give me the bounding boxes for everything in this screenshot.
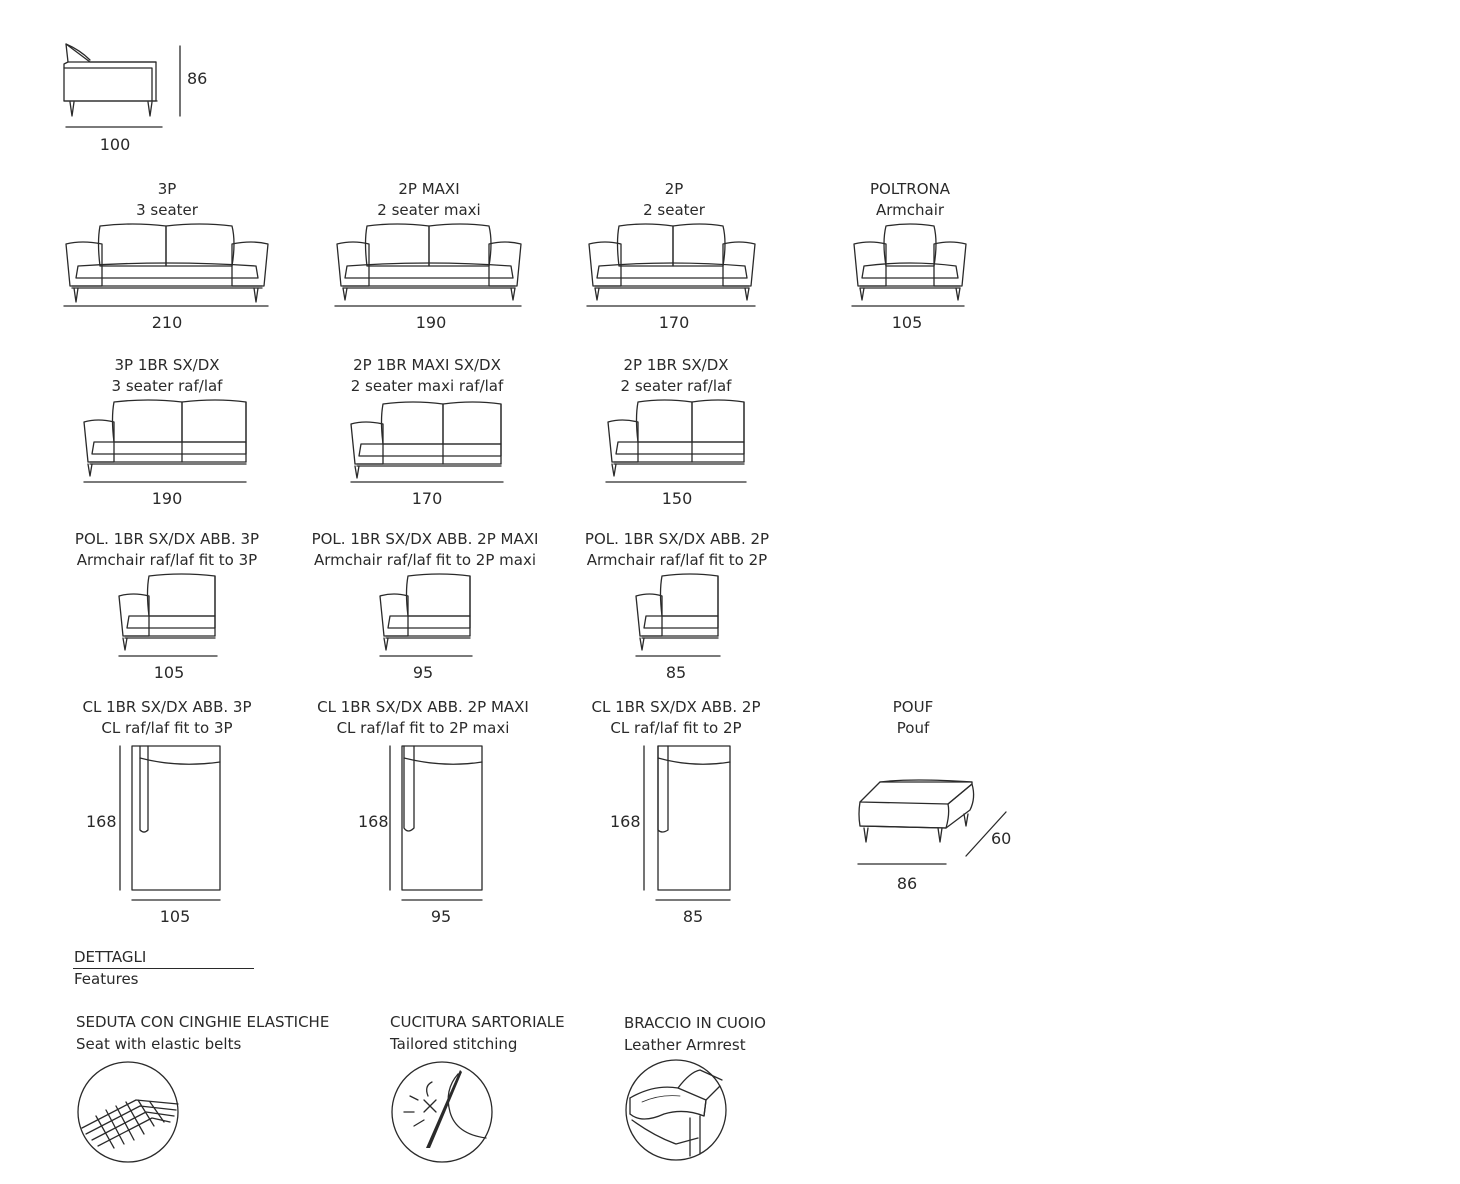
feature-armrest-subtitle: Leather Armrest [624, 1036, 746, 1054]
length-cl-2p: 168 [610, 812, 641, 831]
width-pol-2p-maxi: 95 [412, 663, 434, 682]
label-pol-3p: POL. 1BR SX/DX ABB. 3P Armchair raf/laf … [74, 530, 260, 569]
label-poltrona: POLTRONA Armchair [869, 180, 951, 219]
label-2p-maxi: 2P MAXI 2 seater maxi [377, 180, 481, 219]
label-3p: 3P 3 seater [136, 180, 198, 219]
width-pol-2p: 85 [665, 663, 687, 682]
details-title: DETTAGLI [74, 948, 147, 966]
sofa-2p-maxi-drawing [334, 223, 522, 307]
details-subtitle: Features [74, 970, 139, 988]
width-2p-maxi: 190 [415, 313, 447, 332]
armchair-drawing [851, 223, 967, 307]
needle-stitching-icon [391, 1061, 493, 1163]
width-2p-1br: 150 [661, 489, 693, 508]
label-2p-1br: 2P 1BR SX/DX 2 seater raf/laf [620, 356, 732, 395]
length-cl-3p: 168 [86, 812, 117, 831]
label-cl-3p: CL 1BR SX/DX ABB. 3P CL raf/laf fit to 3… [82, 698, 252, 737]
label-pol-2p-maxi: POL. 1BR SX/DX ABB. 2P MAXI Armchair raf… [311, 530, 539, 569]
width-cl-3p: 105 [159, 907, 191, 926]
side-view-drawing [63, 43, 181, 128]
label-cl-2p: CL 1BR SX/DX ABB. 2P CL raf/laf fit to 2… [591, 698, 761, 737]
label-pouf: POUF Pouf [892, 698, 934, 737]
feature-armrest-title: BRACCIO IN CUOIO [624, 1014, 766, 1032]
feature-elastic-subtitle: Seat with elastic belts [76, 1035, 242, 1053]
details-divider [73, 968, 254, 969]
feature-elastic-title: SEDUTA CON CINGHIE ELASTICHE [76, 1013, 330, 1031]
armchair-2p-maxi-drawing [379, 573, 473, 657]
width-2p-1br-maxi: 170 [411, 489, 443, 508]
label-cl-2p-maxi: CL 1BR SX/DX ABB. 2P MAXI CL raf/laf fit… [317, 698, 529, 737]
side-depth: 100 [99, 135, 131, 154]
pouf-drawing [857, 779, 1007, 865]
feature-stitching-title: CUCITURA SARTORIALE [390, 1013, 565, 1031]
chaise-3p-drawing [119, 745, 221, 901]
side-height: 86 [187, 69, 208, 88]
sofa-2p-1br-maxi-drawing [350, 401, 504, 483]
depth-pouf: 60 [991, 829, 1012, 848]
armchair-3p-drawing [118, 573, 218, 657]
label-2p-1br-maxi: 2P 1BR MAXI SX/DX 2 seater maxi raf/laf [350, 356, 504, 395]
label-pol-2p: POL. 1BR SX/DX ABB. 2P Armchair raf/laf … [584, 530, 770, 569]
chaise-2p-maxi-drawing [389, 745, 483, 901]
label-2p: 2P 2 seater [643, 180, 705, 219]
sofa-2p-1br-drawing [605, 399, 747, 483]
width-cl-2p: 85 [682, 907, 704, 926]
chaise-2p-drawing [643, 745, 731, 901]
width-pol-3p: 105 [153, 663, 185, 682]
width-2p: 170 [658, 313, 690, 332]
armchair-2p-drawing [635, 573, 721, 657]
width-poltrona: 105 [891, 313, 923, 332]
label-3p-1br: 3P 1BR SX/DX 3 seater raf/laf [111, 356, 223, 395]
feature-stitching-subtitle: Tailored stitching [390, 1035, 518, 1053]
sofa-2p-drawing [586, 223, 756, 307]
elastic-belts-icon [77, 1061, 179, 1163]
width-cl-2p-maxi: 95 [430, 907, 452, 926]
leather-armrest-icon [625, 1059, 727, 1161]
width-3p-1br: 190 [151, 489, 183, 508]
width-3p: 210 [151, 313, 183, 332]
sofa-3p-1br-drawing [83, 399, 247, 483]
width-pouf: 86 [896, 874, 918, 893]
sofa-3p-drawing [63, 223, 269, 307]
length-cl-2p-maxi: 168 [358, 812, 389, 831]
